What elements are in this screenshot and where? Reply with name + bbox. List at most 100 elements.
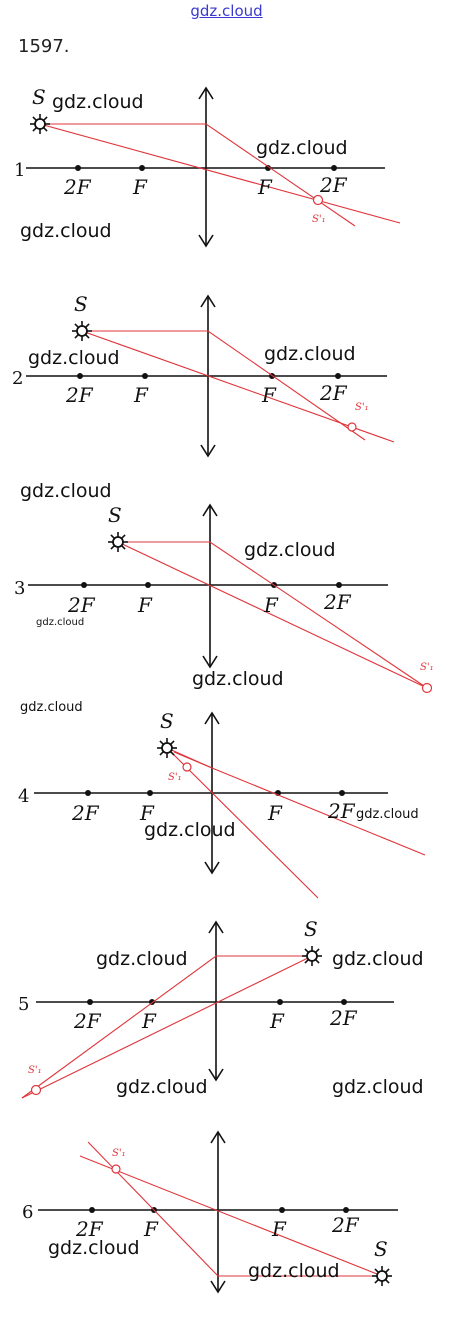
label-f: F xyxy=(257,175,273,199)
label-source: S xyxy=(304,917,318,941)
watermark-text: gdz.cloud xyxy=(332,948,424,970)
focal-point xyxy=(145,582,151,588)
lens-arrow-top xyxy=(208,920,224,934)
watermark-text: gdz.cloud xyxy=(36,617,84,628)
source-star-icon xyxy=(72,321,92,341)
watermark-text: gdz.cloud xyxy=(244,539,336,561)
lens-arrow-bottom xyxy=(208,1068,224,1082)
source-star-icon xyxy=(108,532,128,552)
image-point xyxy=(182,762,192,772)
ray-parallel xyxy=(118,541,428,689)
label-f: F xyxy=(263,593,279,617)
label-2f: 2F xyxy=(67,593,96,617)
star-core xyxy=(376,1270,388,1282)
ray-central xyxy=(81,330,395,443)
focal-point xyxy=(81,582,87,588)
star-core xyxy=(161,742,173,754)
label-2f: 2F xyxy=(319,381,348,405)
lens-arrow-top xyxy=(202,503,218,517)
watermark-text: gdz.cloud xyxy=(144,819,236,841)
watermark-text: gdz.cloud xyxy=(52,91,144,113)
ray-central xyxy=(79,1155,383,1277)
image-point xyxy=(30,1084,42,1096)
ray-parallel xyxy=(40,123,356,227)
label-2f: 2F xyxy=(65,383,94,407)
site-title[interactable]: gdz.cloud xyxy=(190,2,263,20)
label-2f: 2F xyxy=(319,173,348,197)
panel-number: 2 xyxy=(12,368,23,389)
label-source: S xyxy=(74,292,88,316)
lens-arrow-top xyxy=(200,294,216,308)
watermark-text: gdz.cloud xyxy=(96,948,188,970)
label-f: F xyxy=(132,175,148,199)
source-star-icon xyxy=(30,114,50,134)
label-source: S xyxy=(374,1237,388,1261)
label-f: F xyxy=(271,1217,287,1241)
focal-point xyxy=(85,790,91,796)
ray-extension xyxy=(173,751,213,769)
label-image: S'₁ xyxy=(112,1148,126,1159)
focal-point xyxy=(277,999,283,1005)
ray-parallel xyxy=(82,330,366,441)
ray-central xyxy=(166,747,319,899)
focal-point xyxy=(339,790,345,796)
watermark-text: gdz.cloud xyxy=(20,480,112,502)
lens-arrow-top xyxy=(210,1130,226,1144)
focal-point xyxy=(343,1207,349,1213)
lens-arrow-bottom xyxy=(198,234,214,248)
image-point xyxy=(312,194,324,206)
image-point xyxy=(421,682,433,694)
panel-1: 1 S 2F F F 2F S'₁ xyxy=(14,85,401,248)
lens-arrow-bottom xyxy=(210,1280,226,1294)
panel-3: 3 S 2F F F 2F S'₁ xyxy=(14,503,434,694)
label-f: F xyxy=(267,801,283,825)
ray-central xyxy=(117,541,428,689)
source-star-icon xyxy=(302,946,322,966)
focal-point xyxy=(87,999,93,1005)
watermark-text: gdz.cloud xyxy=(332,1076,424,1098)
label-source: S xyxy=(160,709,174,733)
panel-number: 3 xyxy=(14,578,25,599)
label-2f: 2F xyxy=(75,1217,104,1241)
ray-parallel xyxy=(21,955,312,1099)
star-core xyxy=(76,325,88,337)
label-2f: 2F xyxy=(323,590,352,614)
focal-point xyxy=(147,790,153,796)
focal-point xyxy=(335,373,341,379)
label-image: S'₁ xyxy=(168,772,182,783)
source-star-icon xyxy=(157,738,177,758)
focal-point xyxy=(89,1207,95,1213)
panel-number: 5 xyxy=(18,994,29,1015)
label-2f: 2F xyxy=(331,1213,360,1237)
label-2f: 2F xyxy=(63,175,92,199)
image-point xyxy=(111,1164,121,1174)
watermark-text: gdz.cloud xyxy=(256,137,348,159)
ray-central xyxy=(21,955,313,1099)
label-image: S'₁ xyxy=(28,1065,42,1076)
label-source: S xyxy=(32,85,46,109)
lens-arrow-top xyxy=(198,86,214,100)
label-image: S'₁ xyxy=(312,214,326,225)
focal-point xyxy=(331,165,337,171)
focal-point xyxy=(75,165,81,171)
label-2f: 2F xyxy=(73,1009,102,1033)
watermark-text: gdz.cloud xyxy=(264,343,356,365)
watermark-text: gdz.cloud xyxy=(248,1260,340,1282)
lens-arrow-bottom xyxy=(204,861,220,875)
label-2f: 2F xyxy=(71,801,100,825)
label-f: F xyxy=(261,383,277,407)
label-f: F xyxy=(133,383,149,407)
label-f: F xyxy=(269,1009,285,1033)
focal-point xyxy=(265,165,271,171)
label-2f: 2F xyxy=(327,799,356,823)
watermark-text: gdz.cloud xyxy=(20,220,112,242)
label-f: F xyxy=(137,593,153,617)
focal-point xyxy=(341,999,347,1005)
label-source: S xyxy=(108,503,122,527)
focal-point xyxy=(139,165,145,171)
label-image: S'₁ xyxy=(420,662,434,673)
panel-number: 1 xyxy=(14,160,25,181)
